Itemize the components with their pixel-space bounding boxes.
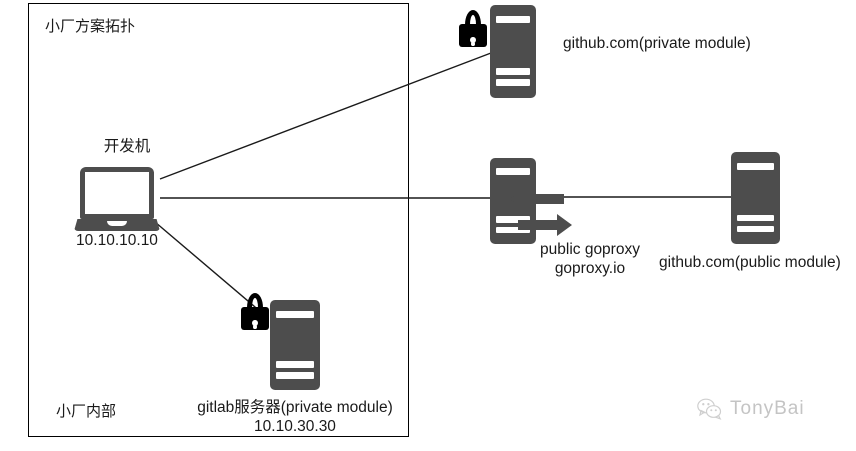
lock-shackle-icon xyxy=(464,10,482,28)
server-bar xyxy=(736,214,775,222)
server-bar xyxy=(276,361,314,368)
server-bar xyxy=(276,310,314,318)
label-goproxy-line2: goproxy.io xyxy=(554,260,626,277)
label-github-private: github.com(private module) xyxy=(563,35,751,52)
server-icon xyxy=(731,152,780,244)
server-bar xyxy=(736,225,775,233)
lock-icon xyxy=(240,293,270,330)
server-bar xyxy=(495,68,531,76)
server-icon xyxy=(490,5,536,98)
label-goproxy-line1: public goproxy xyxy=(540,241,640,258)
lock-keyhole-icon xyxy=(470,36,476,44)
server-bar xyxy=(276,372,314,379)
lock-icon xyxy=(458,10,488,47)
watermark: TonyBai xyxy=(697,398,805,420)
label-dev-machine: 开发机 xyxy=(103,138,151,155)
diagram-title: 小厂方案拓扑 xyxy=(45,18,136,35)
server-bar xyxy=(495,216,531,223)
server-icon xyxy=(270,300,320,390)
wechat-icon xyxy=(697,398,722,420)
link-dev-to-github-private xyxy=(159,52,492,180)
label-gitlab-server: gitlab服务器(private module) xyxy=(197,399,393,416)
laptop-icon xyxy=(74,167,160,231)
bidirectional-arrows-icon xyxy=(510,188,572,236)
small-company-boundary-box xyxy=(28,3,409,437)
node-github-private[interactable] xyxy=(490,5,536,98)
server-bar xyxy=(736,163,775,170)
node-gitlab-server[interactable] xyxy=(270,300,320,390)
node-github-public[interactable] xyxy=(731,152,780,244)
server-bar xyxy=(495,79,531,87)
lock-body-icon xyxy=(240,307,270,330)
lock-body-icon xyxy=(458,24,488,47)
zone-footer-label: 小厂内部 xyxy=(56,403,117,420)
server-bar xyxy=(495,16,531,24)
laptop-notch xyxy=(107,221,127,226)
node-dev-machine[interactable] xyxy=(74,167,160,231)
arrow-left-icon xyxy=(510,188,564,210)
label-gitlab-server-ip: 10.10.30.30 xyxy=(254,418,336,435)
server-bar xyxy=(495,168,531,175)
laptop-lid xyxy=(80,167,154,219)
lock-shackle-icon xyxy=(246,293,264,311)
label-github-public: github.com(public module) xyxy=(659,254,841,271)
lock-keyhole-icon xyxy=(252,319,258,327)
server-bar xyxy=(495,226,531,234)
arrow-right-icon xyxy=(518,214,572,236)
laptop-screen xyxy=(85,172,149,214)
label-dev-machine-ip: 10.10.10.10 xyxy=(76,232,158,249)
watermark-text: TonyBai xyxy=(730,398,805,419)
